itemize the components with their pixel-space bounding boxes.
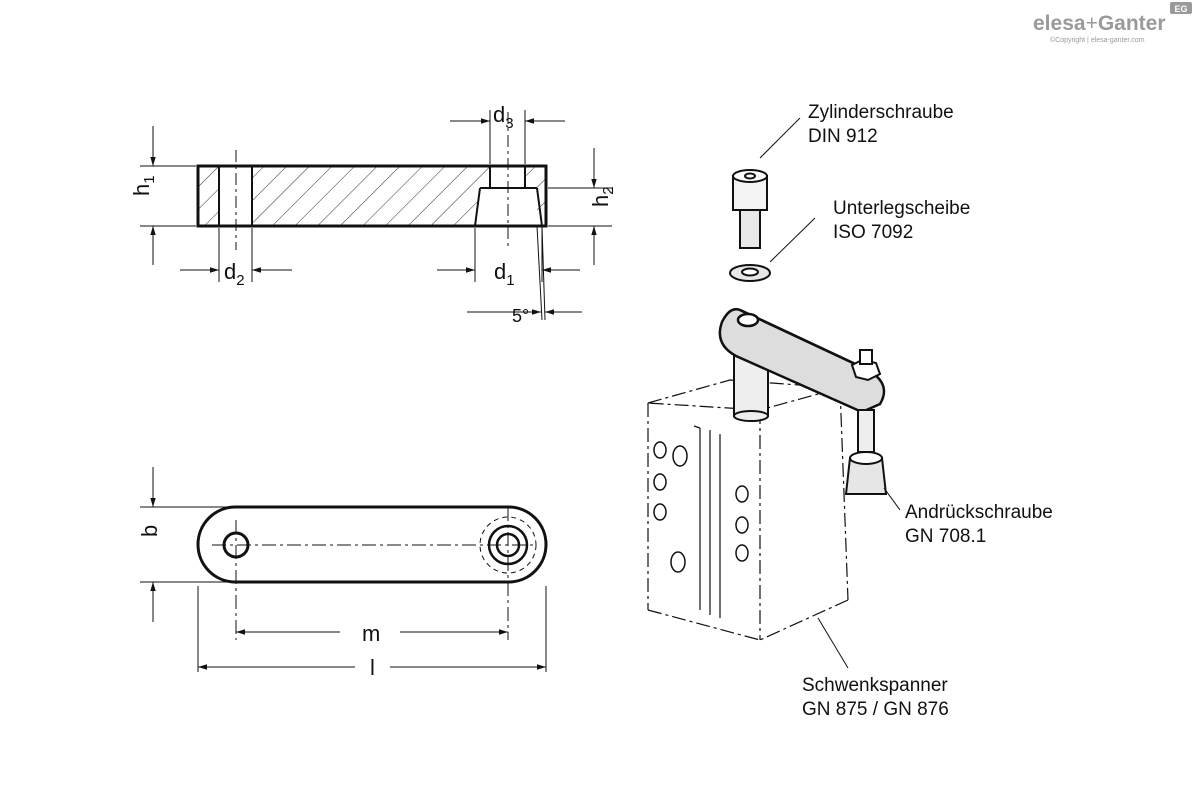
callout-washer-line2: ISO 7092 xyxy=(833,222,913,243)
callout-washer-line1: Unterlegscheibe xyxy=(833,198,970,219)
washer xyxy=(729,264,771,282)
clamp-holes xyxy=(653,441,749,573)
clamping-arm xyxy=(718,308,886,414)
dim-m-label: m xyxy=(362,621,380,646)
copyright-text: ©Copyright | elesa-ganter.com xyxy=(1050,36,1145,44)
callout-screw-line1: Zylinderschraube xyxy=(808,102,954,123)
assembly-illustration xyxy=(647,117,901,669)
svg-text:EG: EG xyxy=(1174,4,1187,14)
arm-nut xyxy=(850,349,882,382)
callout-pressure-screw-line1: Andrückschraube xyxy=(905,502,1053,523)
dim-d3-label: d3 xyxy=(493,102,514,132)
section-view xyxy=(140,110,612,321)
dim-d2-label: d2 xyxy=(224,259,245,289)
cap-screw xyxy=(732,169,768,249)
dim-d1-label: d1 xyxy=(494,259,515,289)
top-view xyxy=(140,467,548,672)
swing-clamp-body xyxy=(647,379,849,641)
dim-h2-label: h2 xyxy=(588,186,617,207)
dim-b-label: b xyxy=(137,525,162,537)
callout-clamp-line2: GN 875 / GN 876 xyxy=(802,699,949,720)
pressure-screw xyxy=(844,409,888,495)
brand-logo: elesa+Ganter EG ©Copyright | elesa-gante… xyxy=(1033,2,1192,44)
dim-l-label: l xyxy=(370,655,375,680)
callout-screw-line2: DIN 912 xyxy=(808,126,878,147)
leader-lines xyxy=(759,117,901,669)
svg-text:elesa+Ganter: elesa+Ganter xyxy=(1033,12,1166,35)
callout-pressure-screw-line2: GN 708.1 xyxy=(905,526,986,547)
callout-clamp-line1: Schwenkspanner xyxy=(802,675,948,696)
brand-badge xyxy=(1170,2,1192,14)
dim-angle-label: 5° xyxy=(512,306,529,326)
dim-h1-label: h1 xyxy=(129,175,158,196)
